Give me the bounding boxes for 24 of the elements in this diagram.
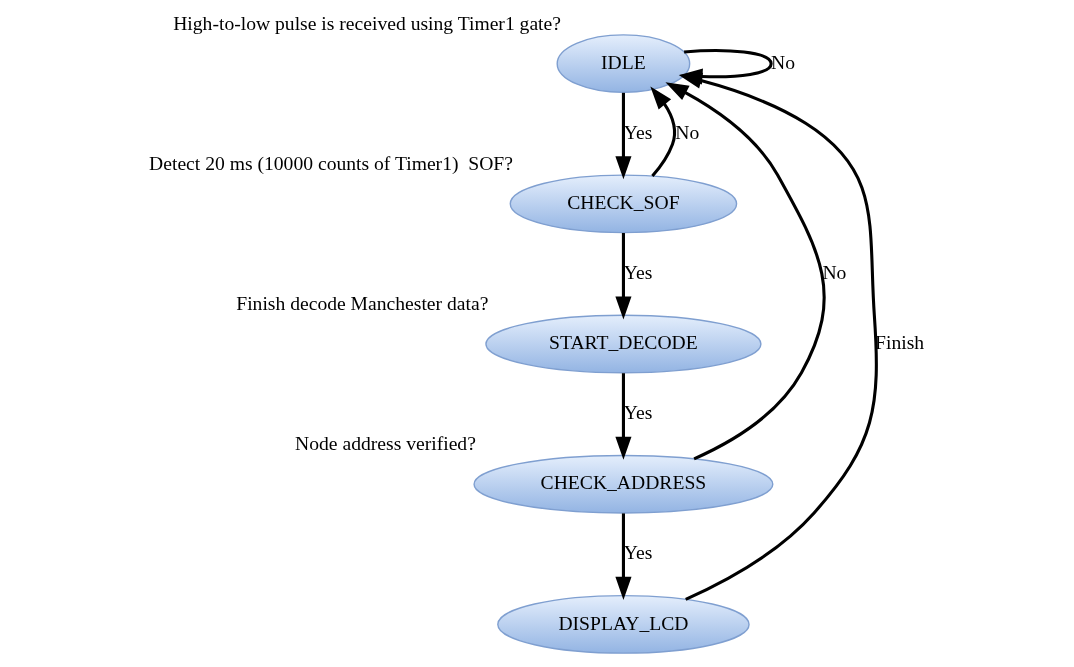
node-ellipse: CHECK_SOF <box>509 174 737 234</box>
node-label: Detect 20 ms (10000 counts of Timer1) SOF? <box>148 152 513 174</box>
node-label: Finish decode Manchester data? <box>235 292 488 314</box>
node-label: Node address verified? <box>294 433 476 455</box>
node-label: High-to-low pulse is received using Timer1 gate? <box>172 12 561 34</box>
node-ellipse: START_DECODE <box>484 314 762 374</box>
edge-label: No <box>821 262 846 284</box>
edge-label: Yes <box>623 121 652 143</box>
arrow <box>614 373 631 460</box>
node-ellipse: DISPLAY_LCD <box>496 594 750 654</box>
edge-label: Finish <box>874 332 924 354</box>
edge-label: No <box>770 51 795 73</box>
edge-label: Yes <box>623 262 652 284</box>
arrow <box>614 233 631 320</box>
edge-label: No <box>674 121 699 143</box>
arrow <box>649 86 676 178</box>
edge-label: Yes <box>623 542 652 564</box>
arrow <box>678 72 878 601</box>
edge-label: Yes <box>623 402 652 424</box>
arrow <box>614 513 631 600</box>
arrow <box>664 82 825 461</box>
arrow <box>614 92 631 180</box>
node-ellipse: CHECK_ADDRESS <box>472 454 773 514</box>
node-ellipse: IDLE <box>556 34 690 94</box>
